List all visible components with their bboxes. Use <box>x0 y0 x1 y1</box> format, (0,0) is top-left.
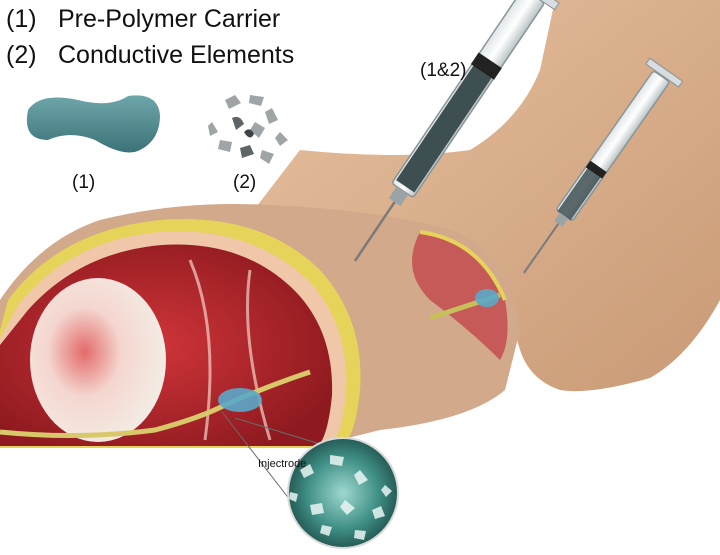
carrier-blob <box>26 95 160 153</box>
caption-syringe-large: (1&2) <box>420 60 467 81</box>
legend-number: (2) <box>6 41 37 69</box>
foot-shape <box>250 0 720 392</box>
legend-item-carrier: (1) Pre-Polymer Carrier <box>6 4 280 34</box>
legend-item-conductive: (2) Conductive Elements <box>6 40 294 70</box>
caption-injectrode: Injectrode <box>258 458 307 470</box>
legend-number: (1) <box>6 5 37 33</box>
caption-conductive: (2) <box>233 172 257 193</box>
bone <box>30 278 166 442</box>
injectrode-surface <box>475 289 499 307</box>
injectrode-deep <box>218 388 262 412</box>
conductive-elements <box>208 95 288 164</box>
legend-label: Pre-Polymer Carrier <box>58 5 281 33</box>
injectrode-zoom-view <box>287 437 399 549</box>
legend-label: Conductive Elements <box>58 41 295 69</box>
incision-pocket <box>412 232 508 360</box>
caption-carrier: (1) <box>72 172 96 193</box>
nerve-lower <box>0 369 311 439</box>
syringe-large <box>353 0 560 262</box>
syringe-small <box>523 57 684 274</box>
